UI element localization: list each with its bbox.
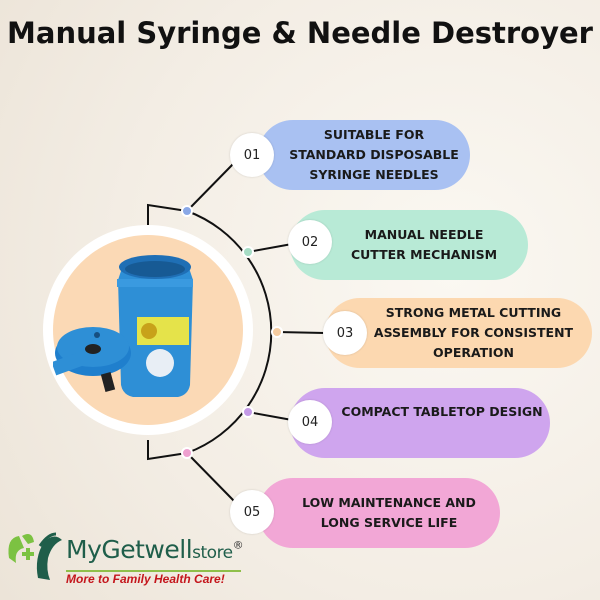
feature-pill-04: COMPACT TABLETOP DESIGN (290, 388, 550, 458)
feature-text: STRONG METAL CUTTING ASSEMBLY FOR CONSIS… (373, 305, 574, 360)
feature-number-05: 05 (230, 490, 274, 534)
feature-text: LOW MAINTENANCE AND LONG SERVICE LIFE (302, 495, 476, 530)
logo-brand: MyGetwellstore® (66, 535, 244, 564)
brand-main: MyGetwell (66, 535, 193, 564)
brand-suffix: store (192, 543, 233, 563)
dot-01 (181, 205, 193, 217)
feature-pill-05: LOW MAINTENANCE AND LONG SERVICE LIFE (258, 478, 500, 548)
logo-hands-icon (8, 532, 62, 580)
feature-text: COMPACT TABLETOP DESIGN (341, 404, 543, 419)
feature-number-04: 04 (288, 400, 332, 444)
product-image-background (51, 235, 243, 425)
feature-pill-03: STRONG METAL CUTTING ASSEMBLY FOR CONSIS… (325, 298, 592, 368)
dot-05 (181, 447, 193, 459)
feature-pill-01: SUITABLE FOR STANDARD DISPOSABLE SYRINGE… (258, 120, 470, 190)
feature-text: MANUAL NEEDLE CUTTER MECHANISM (350, 227, 498, 262)
registered-mark: ® (232, 538, 244, 552)
feature-text: SUITABLE FOR STANDARD DISPOSABLE SYRINGE… (289, 127, 459, 182)
product-image (51, 255, 193, 397)
logo-divider (66, 570, 241, 572)
logo-tagline: More to Family Health Care! (66, 572, 225, 586)
dot-04 (242, 406, 254, 418)
dot-03 (271, 326, 283, 338)
feature-number-01: 01 (230, 133, 274, 177)
product-image-frame (43, 225, 253, 435)
dot-02 (242, 246, 254, 258)
feature-number-03: 03 (323, 311, 367, 355)
feature-number-02: 02 (288, 220, 332, 264)
page-title: Manual Syringe & Needle Destroyer (7, 16, 593, 50)
